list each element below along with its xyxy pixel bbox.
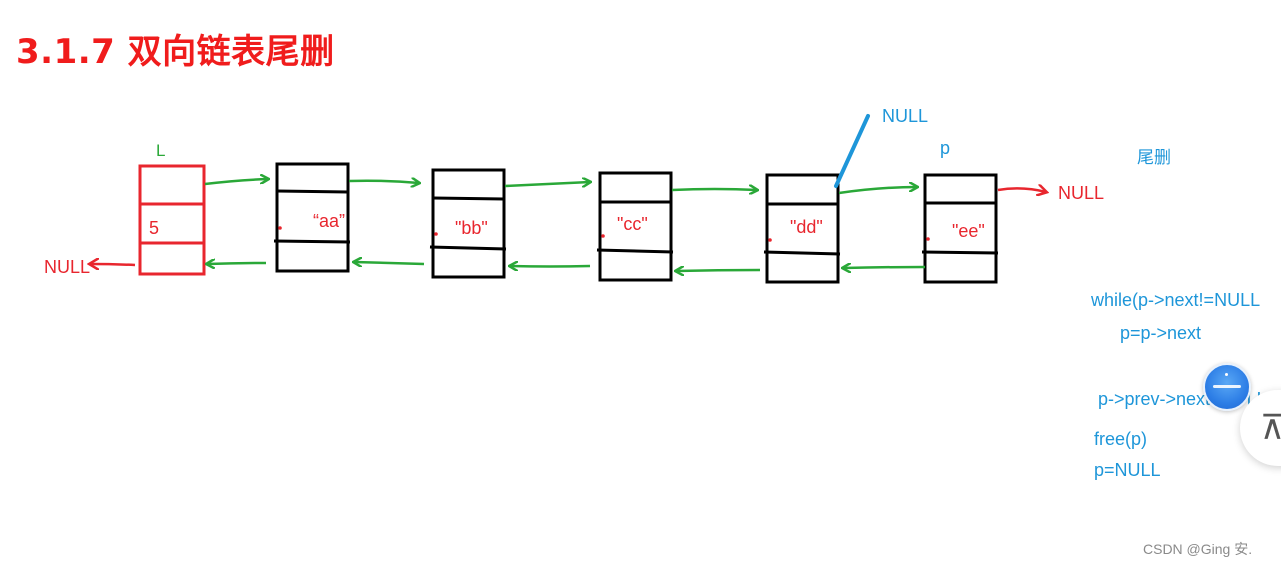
assistant-sparkle-icon xyxy=(1225,373,1228,376)
p-label: p xyxy=(940,138,951,158)
null-left-arrow xyxy=(90,264,136,265)
node-bb-value: "bb" xyxy=(455,218,488,238)
code-line-while: while(p->next!=NULL xyxy=(1091,290,1261,310)
code-line-free: free(p) xyxy=(1094,429,1148,449)
page-title: 3.1.7 双向链表尾删 xyxy=(16,32,335,72)
head-count: 5 xyxy=(149,218,160,238)
node-dd xyxy=(763,173,841,284)
section-label: 尾删 xyxy=(1137,148,1171,167)
assistant-float-button[interactable] xyxy=(1203,363,1251,411)
node-cc-value: "cc" xyxy=(617,214,648,234)
null-left-label: NULL xyxy=(44,257,91,277)
node-ee-value: "ee" xyxy=(952,221,985,241)
node-aa xyxy=(273,162,351,273)
code-line-null: p=NULL xyxy=(1094,460,1161,480)
null-right-arrow xyxy=(997,188,1046,192)
null-top-label: NULL xyxy=(882,106,929,126)
back-to-top-icon: ⊼ xyxy=(1260,408,1281,448)
watermark: CSDN @Ging 安. xyxy=(1143,541,1253,557)
null-right-label: NULL xyxy=(1058,183,1105,203)
node-ee xyxy=(921,173,999,284)
assistant-wave-icon xyxy=(1213,385,1241,388)
next-arrows xyxy=(204,179,917,193)
prev-arrows xyxy=(207,262,926,271)
dd-next-null-line xyxy=(834,114,870,188)
node-bb xyxy=(429,168,507,279)
node-aa-value: “aa” xyxy=(313,211,346,231)
head-node xyxy=(138,164,206,276)
node-cc xyxy=(596,171,674,282)
node-dd-value: "dd" xyxy=(790,217,823,237)
head-label: L xyxy=(156,141,166,160)
code-line-advance: p=p->next xyxy=(1120,323,1202,343)
